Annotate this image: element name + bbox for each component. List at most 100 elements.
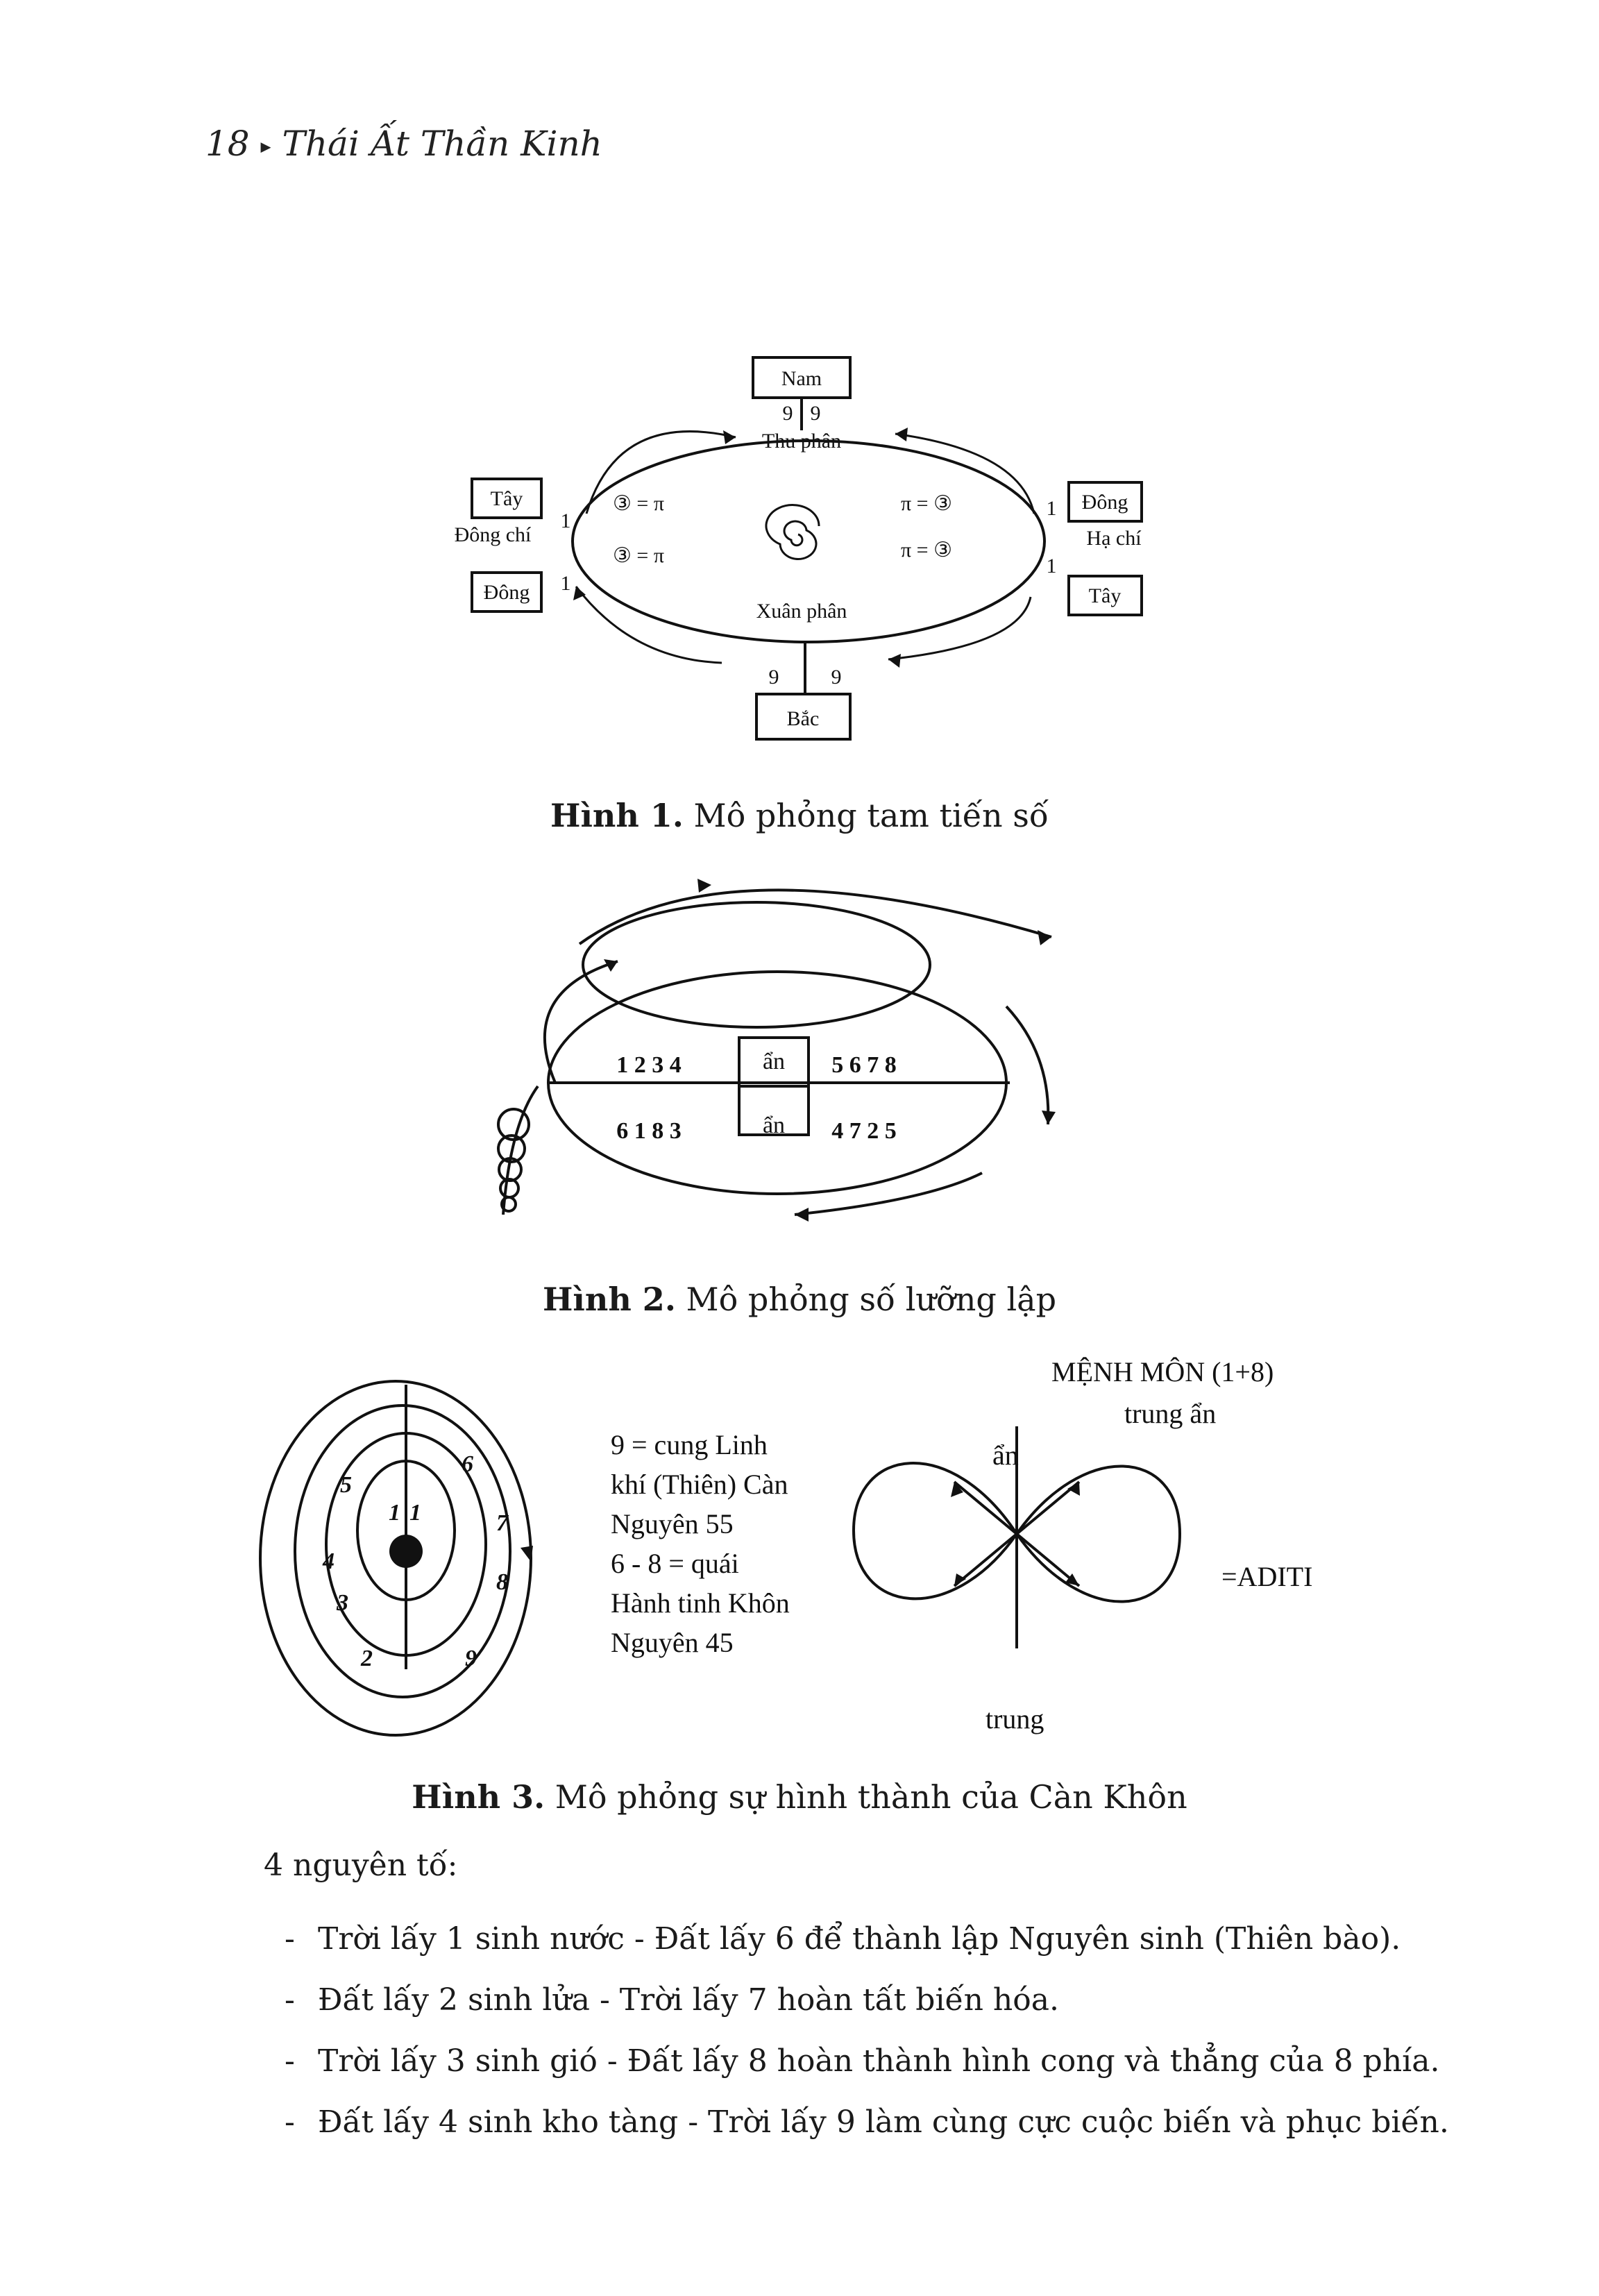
text-line: 6 - 8 = quái (611, 1548, 739, 1579)
left-arc (543, 960, 618, 1083)
spiral-digit: 5 (340, 1472, 352, 1498)
box-tay-right (1067, 575, 1143, 616)
label-nam: Nam (781, 367, 822, 390)
text-line: khí (Thiên) Càn (611, 1469, 788, 1500)
figure-1-diagram: Nam 9 9 Thu phân Tây Đông chí Đông 1 1 1… (455, 356, 1143, 741)
text-line: Nguyên 55 (611, 1508, 734, 1539)
label-bac: Bắc (787, 707, 820, 730)
caption-label: Hình 3. (412, 1778, 545, 1816)
figure-3-caption: Hình 3. Mô phỏng sự hình thành của Càn K… (0, 1778, 1599, 1816)
box-tay-left (471, 478, 543, 519)
right-arc (1005, 1005, 1050, 1125)
label-dong-right: Đông (1082, 491, 1128, 514)
eq-right-2: π = ③ (901, 539, 952, 562)
arrowhead-icon (1038, 930, 1051, 945)
arrowhead-icon (1067, 1482, 1080, 1496)
bottom-num-left: 9 (769, 666, 779, 689)
eq-left-2: ③ = π (613, 544, 664, 567)
spiral-digit: 1 (409, 1500, 421, 1526)
upper-ellipse (582, 901, 931, 1029)
list-item-text: Trời lấy 1 sinh nước - Đất lấy 6 để thàn… (318, 1921, 1401, 1957)
label-tay-right: Tây (1089, 584, 1122, 607)
label-dong-left: Đông (484, 581, 530, 604)
label-ha-chi: Hạ chí (1086, 527, 1142, 550)
spiral-digit: 2 (360, 1646, 373, 1671)
top-num-right: 9 (811, 402, 821, 425)
top-mid-label: ẩn (763, 1049, 785, 1074)
label-tay-left: Tây (491, 487, 523, 510)
spiral-digit: 6 (462, 1451, 473, 1477)
arrowhead-icon (954, 1573, 966, 1586)
arrowhead-icon (1065, 1573, 1079, 1586)
coil-icon (500, 1196, 517, 1213)
caption-label: Hình 1. (550, 797, 684, 834)
center-dot (389, 1535, 423, 1568)
num-one-right-top: 1 (1047, 497, 1057, 520)
top-right-digits: 5 6 7 8 (831, 1052, 897, 1078)
arc-top-right (895, 432, 1035, 514)
arrowhead-icon (888, 654, 901, 668)
box-dong-right (1067, 481, 1143, 523)
list-item: -Trời lấy 1 sinh nước - Đất lấy 6 để thà… (285, 1921, 1401, 1957)
arrow-icon: ▸ (260, 134, 271, 159)
top-left-digits: 1 2 3 4 (616, 1052, 682, 1078)
figure-1-caption: Hình 1. Mô phỏng tam tiến số (0, 797, 1599, 834)
eq-right-1: π = ③ (901, 492, 952, 515)
coil-icon (497, 1134, 526, 1163)
caption-text: Mô phỏng số lưỡng lập (675, 1281, 1057, 1318)
menh-mon-label: MỆNH MÔN (1+8) (1051, 1356, 1274, 1387)
top-arc (578, 888, 1052, 945)
arrowhead-icon (795, 1208, 809, 1222)
bottom-right-digits: 4 7 2 5 (831, 1118, 897, 1144)
trung-an-label: trung ẩn (1124, 1398, 1216, 1429)
arc-top-left (585, 430, 736, 514)
box-dong-left (471, 571, 543, 613)
spiral-digit: 9 (465, 1646, 477, 1671)
caption-label: Hình 2. (542, 1281, 676, 1318)
text-line: Nguyên 45 (611, 1627, 734, 1658)
running-header: 18 ▸ Thái Ất Thần Kinh (205, 124, 602, 164)
bottom-mid-label: ẩn (763, 1113, 785, 1138)
list-dash: - (285, 2043, 295, 2079)
text-line: Hành tinh Khôn (611, 1587, 790, 1619)
figure-2-diagram: 1 2 3 4 ẩn 5 6 7 8 6 1 8 3 ẩn 4 7 2 5 (497, 879, 1056, 1222)
caption-text: Mô phỏng sự hình thành của Càn Khôn (545, 1778, 1187, 1816)
list-dash: - (285, 1982, 295, 2018)
num-one-left-top: 1 (561, 509, 571, 532)
top-num-left: 9 (783, 402, 793, 425)
figure-2-caption: Hình 2. Mô phỏng số lưỡng lập (0, 1281, 1599, 1318)
label-xuan-phan: Xuân phân (756, 600, 847, 623)
text-line: 9 = cung Linh (611, 1429, 768, 1460)
list-item-text: Đất lấy 4 sinh kho tàng - Trời lấy 9 làm… (318, 2104, 1449, 2140)
arc-bottom-right (888, 596, 1032, 661)
spiral-digit: 3 (336, 1590, 348, 1616)
num-one-left-bottom: 1 (561, 572, 571, 595)
arrowhead-icon (723, 430, 736, 444)
bottom-arc (794, 1172, 983, 1216)
list-dash: - (285, 1921, 295, 1957)
ring-3 (294, 1404, 511, 1698)
list-item-text: Đất lấy 2 sinh lửa - Trời lấy 7 hoàn tất… (318, 1982, 1059, 2018)
spiral-digit: 8 (496, 1569, 508, 1595)
book-title: Thái Ất Thần Kinh (282, 124, 602, 164)
arrowhead-icon (521, 1546, 533, 1562)
arrowhead-icon (573, 586, 586, 600)
eq-left-1: ③ = π (613, 492, 664, 515)
an-label: ẩn (992, 1440, 1019, 1471)
box-bac (755, 693, 852, 741)
trung-label: trung (985, 1703, 1044, 1734)
arc-bottom-left (575, 586, 722, 664)
spiral-digit: 1 (389, 1500, 400, 1526)
intro-text: 4 nguyên tố: (264, 1848, 458, 1883)
arrowhead-icon (951, 1482, 963, 1497)
list-item: -Trời lấy 3 sinh gió - Đất lấy 8 hoàn th… (285, 2043, 1439, 2079)
label-dong-chi: Đông chí (455, 523, 532, 546)
list-item: -Đất lấy 2 sinh lửa - Trời lấy 7 hoàn tấ… (285, 1982, 1059, 2018)
spiral-icon (765, 504, 820, 560)
spiral-digit: 7 (496, 1510, 509, 1536)
arrowhead-icon (895, 428, 908, 441)
main-ellipse (571, 439, 1046, 643)
list-item-text: Trời lấy 3 sinh gió - Đất lấy 8 hoàn thà… (318, 2043, 1440, 2079)
list-item: -Đất lấy 4 sinh kho tàng - Trời lấy 9 là… (285, 2104, 1449, 2140)
bottom-left-digits: 6 1 8 3 (616, 1118, 682, 1144)
